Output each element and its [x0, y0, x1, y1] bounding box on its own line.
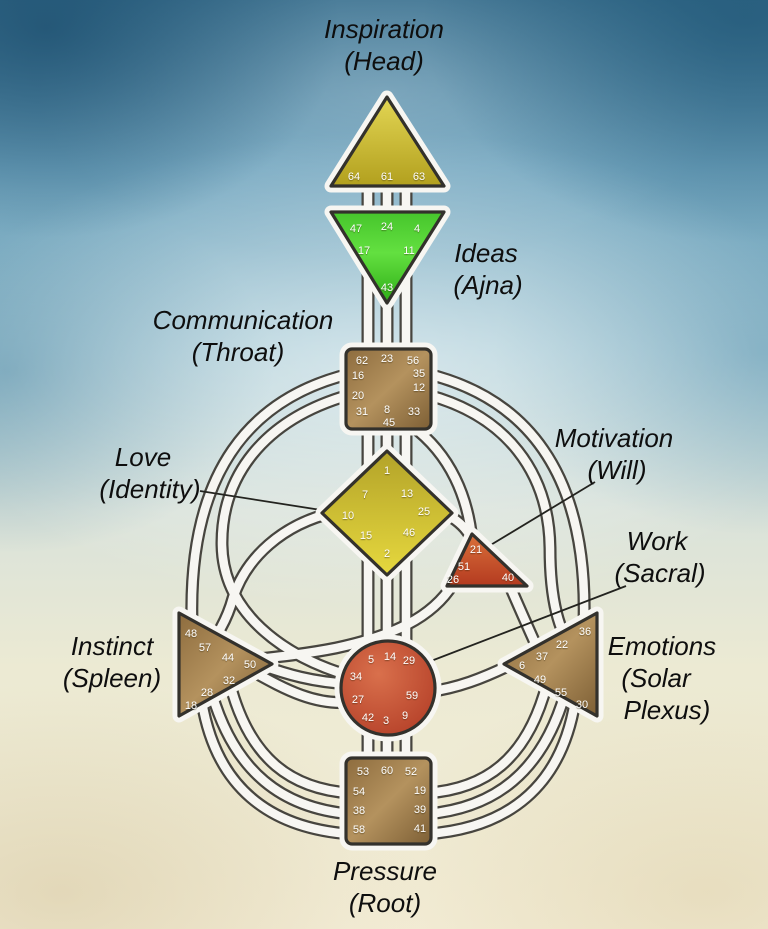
channel-19-49: [427, 684, 547, 793]
gate-21: 21: [470, 544, 482, 556]
gate-23: 23: [381, 353, 393, 365]
gate-43: 43: [381, 282, 393, 294]
gate-12: 12: [413, 382, 425, 394]
gate-51: 51: [458, 561, 470, 573]
label-will-2: (Will): [588, 455, 647, 485]
gate-63: 63: [413, 171, 425, 183]
gate-4: 4: [414, 223, 420, 235]
center-root: 53 60 52 54 19 38 39 58 41: [339, 751, 438, 851]
gate-32: 32: [223, 675, 235, 687]
label-identity-2: (Identity): [99, 474, 200, 504]
gate-45: 45: [383, 417, 395, 429]
gate-50: 50: [244, 659, 256, 671]
gate-58: 58: [353, 824, 365, 836]
label-solar-plexus-1: Emotions: [608, 631, 716, 661]
gate-6: 6: [519, 660, 525, 672]
label-spleen-1: Instinct: [71, 631, 155, 661]
gate-36: 36: [579, 626, 591, 638]
label-spleen-2: (Spleen): [63, 663, 161, 693]
gate-38: 38: [353, 805, 365, 817]
label-head-1: Inspiration: [324, 14, 444, 44]
label-root-1: Pressure: [333, 856, 437, 886]
gate-44: 44: [222, 652, 234, 664]
gate-10: 10: [342, 510, 354, 522]
gate-28: 28: [201, 687, 213, 699]
gate-19: 19: [414, 785, 426, 797]
gate-35: 35: [413, 368, 425, 380]
gate-37: 37: [536, 651, 548, 663]
gate-52: 52: [405, 766, 417, 778]
label-identity-1: Love: [115, 442, 171, 472]
label-solar-plexus-2: (Solar: [621, 663, 692, 693]
gate-20: 20: [352, 390, 364, 402]
center-identity: 1 7 13 10 25 15 46 2: [315, 444, 459, 582]
gate-8: 8: [384, 404, 390, 416]
gate-26: 26: [447, 574, 459, 586]
gate-55: 55: [555, 687, 567, 699]
gate-47: 47: [350, 223, 362, 235]
gate-11: 11: [403, 245, 414, 257]
gate-57: 57: [199, 642, 211, 654]
gate-15: 15: [360, 530, 372, 542]
gate-3: 3: [383, 715, 389, 727]
center-ajna: 47 24 4 17 11 43: [324, 205, 451, 310]
center-spleen: 48 57 44 50 32 28 18: [172, 606, 279, 723]
gate-46: 46: [403, 527, 415, 539]
gate-41: 41: [414, 823, 426, 835]
gate-54: 54: [353, 786, 365, 798]
gate-16: 16: [352, 370, 364, 382]
gate-59: 59: [406, 690, 418, 702]
gate-22: 22: [556, 639, 568, 651]
pointer-sacral: [430, 585, 627, 662]
gate-42: 42: [362, 712, 374, 724]
gate-64: 64: [348, 171, 360, 183]
label-throat-1: Communication: [153, 305, 334, 335]
center-throat: 62 23 56 16 35 20 12 31 8 33 45: [339, 342, 438, 436]
gate-40: 40: [502, 572, 514, 584]
center-solar-plexus: 36 22 37 6 49 55 30: [497, 606, 604, 723]
label-sacral-2: (Sacral): [614, 558, 705, 588]
gate-1: 1: [384, 465, 390, 477]
label-sacral-1: Work: [627, 526, 690, 556]
gate-18: 18: [185, 700, 197, 712]
gate-13: 13: [401, 488, 413, 500]
label-head-2: (Head): [344, 46, 423, 76]
gate-25: 25: [418, 506, 430, 518]
label-ajna-2: (Ajna): [453, 270, 522, 300]
gate-27: 27: [352, 694, 364, 706]
pointer-will: [488, 481, 596, 547]
gate-5: 5: [368, 654, 374, 666]
gate-14: 14: [384, 651, 396, 663]
gate-30: 30: [576, 699, 588, 711]
center-labels: Inspiration (Head) Ideas (Ajna) Communic…: [63, 14, 716, 918]
gate-49: 49: [534, 674, 546, 686]
gate-61: 61: [381, 171, 393, 183]
label-solar-plexus-3: Plexus): [624, 695, 711, 725]
gate-53: 53: [357, 766, 369, 778]
gate-17: 17: [358, 245, 370, 257]
label-ajna-1: Ideas: [454, 238, 518, 268]
gate-34: 34: [350, 671, 362, 683]
center-will: 21 51 26 40: [440, 527, 534, 593]
gate-24: 24: [381, 221, 393, 233]
gate-2: 2: [384, 548, 390, 560]
gate-39: 39: [414, 804, 426, 816]
label-will-1: Motivation: [555, 423, 674, 453]
gate-56: 56: [407, 355, 419, 367]
gate-33: 33: [408, 406, 420, 418]
gate-29: 29: [403, 655, 415, 667]
gate-7: 7: [362, 489, 368, 501]
gate-48: 48: [185, 628, 197, 640]
center-head: 64 61 63: [324, 90, 451, 193]
label-throat-2: (Throat): [192, 337, 284, 367]
gate-31: 31: [356, 406, 368, 418]
gate-62: 62: [356, 355, 368, 367]
label-root-2: (Root): [349, 888, 421, 918]
gate-9: 9: [402, 710, 408, 722]
gate-60: 60: [381, 765, 393, 777]
center-sacral: 5 14 29 34 27 59 42 3 9: [334, 634, 442, 742]
